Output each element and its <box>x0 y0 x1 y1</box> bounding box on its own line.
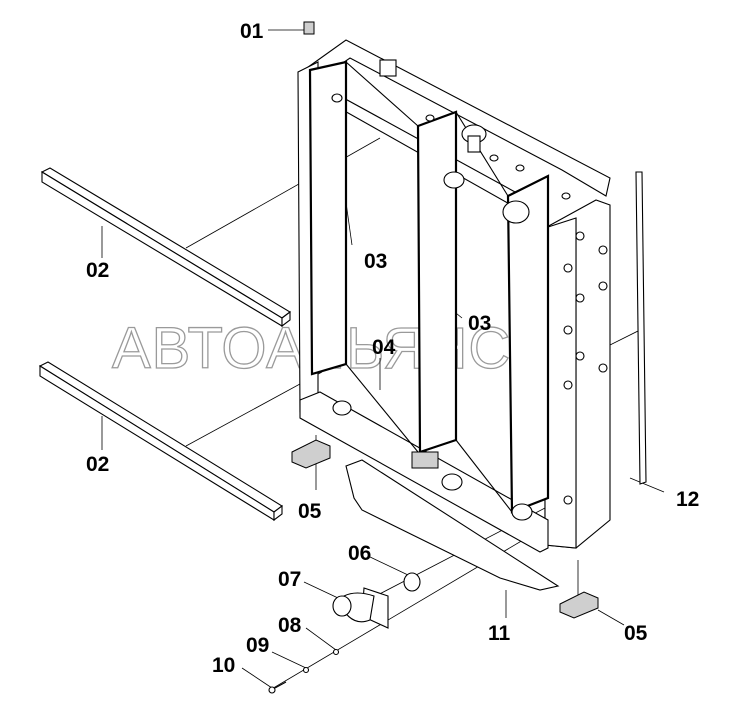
callout-10: 10 <box>212 654 235 677</box>
callout-03-left: 03 <box>364 250 387 273</box>
part-10-bolt <box>268 681 287 694</box>
callout-09: 09 <box>246 634 269 657</box>
callout-01: 01 <box>240 20 264 43</box>
part-07-elbow-pipe <box>332 587 389 629</box>
part-05-pad-right <box>559 591 599 619</box>
callout-06: 06 <box>348 542 371 565</box>
part-05-pad-left <box>291 439 331 469</box>
top-fittings <box>331 59 571 224</box>
callout-02-lower: 02 <box>86 453 109 476</box>
callout-labels: 01 02 02 03 03 04 05 05 06 07 08 09 10 1… <box>86 20 699 677</box>
callout-11: 11 <box>488 622 511 645</box>
part-02-lower-bar <box>38 361 283 522</box>
part-09-washer <box>302 666 310 674</box>
callout-03-right: 03 <box>468 312 491 335</box>
callout-02-upper: 02 <box>86 259 109 282</box>
part-01-cap <box>303 21 315 35</box>
radiator-cores <box>308 60 550 514</box>
callout-05-left: 05 <box>298 500 322 523</box>
callout-04: 04 <box>372 336 396 359</box>
callout-07: 07 <box>278 568 301 591</box>
side-tank-holes <box>563 231 608 505</box>
callout-05-right: 05 <box>624 622 648 645</box>
part-08-washer <box>332 648 340 656</box>
part-12-strip <box>635 171 647 485</box>
callout-08: 08 <box>278 614 302 637</box>
part-11-baffle <box>345 459 560 591</box>
bottom-fittings <box>332 400 533 521</box>
callout-12: 12 <box>676 488 699 511</box>
part-02-upper-bar <box>40 167 291 328</box>
part-06-gasket <box>403 572 421 592</box>
